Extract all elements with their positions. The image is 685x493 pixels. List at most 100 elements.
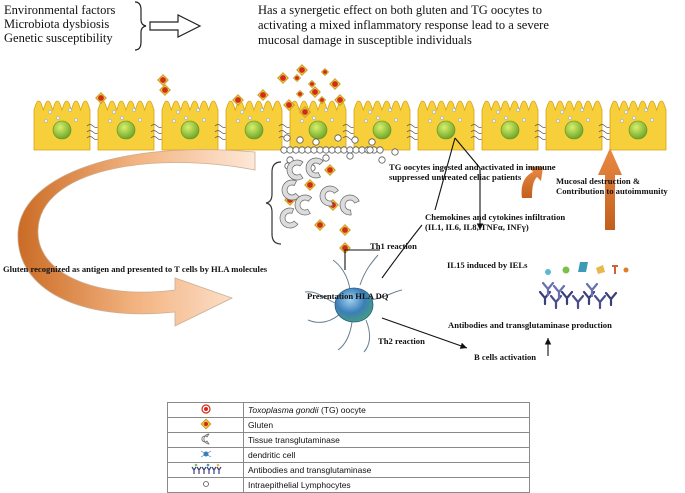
lymphocyte-icon bbox=[296, 136, 304, 144]
tg-oocyte-icon bbox=[95, 92, 107, 104]
legend-row: dendritic cell bbox=[167, 447, 530, 463]
header-statement: Has a synergetic effect on both gluten a… bbox=[258, 3, 549, 47]
label-presentation-hla: Presentation HLA DQ bbox=[307, 291, 389, 301]
lymphocyte-icon bbox=[358, 146, 366, 154]
tg-oocyte-icon bbox=[309, 86, 321, 98]
legend-label: Tissue transglutaminase bbox=[243, 432, 530, 448]
tissue-transglutaminase-icon bbox=[339, 194, 360, 216]
lymphocyte-icon bbox=[340, 146, 348, 154]
transglutaminase-blob bbox=[612, 265, 618, 274]
tg-oocyte-icon bbox=[296, 64, 308, 76]
tg-oocyte-icon bbox=[334, 94, 346, 106]
label-il15: IL15 induced by IELs bbox=[447, 260, 528, 270]
antibody-icon bbox=[593, 294, 607, 310]
lymphocyte-icon bbox=[304, 146, 312, 154]
lymphocyte-icon bbox=[316, 146, 324, 154]
tissue-transglutaminase-icon bbox=[319, 185, 339, 207]
lymphocyte-icon bbox=[328, 146, 336, 154]
lymphocyte-icon bbox=[334, 134, 342, 142]
antibody-icon bbox=[585, 282, 599, 298]
lymphocyte-icon bbox=[366, 146, 374, 154]
dendritic-cell-icon bbox=[200, 450, 211, 458]
lymphocyte-icon bbox=[378, 156, 386, 164]
label-tg-ingested: TG oocytes ingested and activated in imm… bbox=[389, 162, 556, 182]
tg-oocyte-icon bbox=[295, 89, 305, 99]
lymphocyte-icon bbox=[280, 146, 288, 154]
mucosal-arrow-large bbox=[598, 148, 622, 230]
tissue-transglutaminase-icon bbox=[286, 159, 304, 181]
legend-row: Toxoplasma gondii (TG) oocyte bbox=[167, 402, 530, 418]
antibodies-icon bbox=[191, 463, 221, 474]
legend-symbol bbox=[167, 447, 244, 463]
tg-oocyte-icon bbox=[292, 73, 302, 83]
antibody-icon bbox=[571, 294, 585, 310]
label-th1: Th1 reaction bbox=[370, 241, 417, 251]
tissue-transglutaminase-icon bbox=[281, 179, 300, 201]
factor-environmental: Environmental factors bbox=[4, 3, 116, 17]
tg-oocyte-icon bbox=[159, 84, 171, 96]
label-th2: Th2 reaction bbox=[378, 336, 425, 346]
antibody-icon bbox=[549, 294, 563, 310]
tg-oocyte-icon bbox=[277, 72, 289, 84]
epithelial-cell bbox=[97, 100, 155, 151]
epithelial-cell bbox=[353, 100, 411, 151]
legend-symbol bbox=[167, 477, 244, 493]
factor-microbiota: Microbiota dysbiosis bbox=[4, 17, 110, 31]
antibody-icon bbox=[604, 291, 618, 307]
pathogenesis-diagram bbox=[17, 1, 667, 356]
antibody-icon bbox=[552, 284, 566, 300]
lymphocyte-icon bbox=[202, 481, 209, 487]
epithelial-cell bbox=[545, 100, 603, 151]
epithelial-cell bbox=[225, 100, 283, 151]
legend-label: dendritic cell bbox=[243, 447, 530, 463]
tg-oocyte-icon bbox=[304, 179, 316, 191]
transglutaminase-blob bbox=[596, 265, 605, 274]
lymphocyte-icon bbox=[334, 146, 342, 154]
epithelial-cell bbox=[417, 100, 475, 151]
tg-oocyte-icon bbox=[324, 164, 336, 176]
tg-oocyte-icon bbox=[283, 99, 295, 111]
legend-symbol bbox=[167, 462, 244, 478]
tg-oocyte-icon bbox=[320, 67, 330, 77]
legend-row: Tissue transglutaminase bbox=[167, 432, 530, 448]
hollow-arrow bbox=[149, 14, 202, 38]
tissue-transglutaminase-icon bbox=[294, 194, 313, 216]
tg-oocyte-icon bbox=[314, 219, 326, 231]
mucosal-arrow-small bbox=[521, 167, 543, 198]
label-b-cells: B cells activation bbox=[474, 352, 537, 362]
tg-oocyte-icon bbox=[339, 224, 351, 236]
cluster-brace bbox=[265, 161, 282, 245]
lymphocyte-icon bbox=[298, 146, 306, 154]
factor-genetic: Genetic susceptibility bbox=[4, 31, 113, 45]
label-mucosal-destruction: Mucosal destruction & Contribution to au… bbox=[556, 176, 668, 196]
lymphocyte-icon bbox=[322, 146, 330, 154]
lymphocyte-icon bbox=[352, 146, 360, 154]
lymphocyte-icon bbox=[346, 146, 354, 154]
lymphocyte-icon bbox=[346, 152, 354, 160]
lymphocyte-icon bbox=[322, 154, 330, 162]
dendritic-cell bbox=[304, 254, 403, 353]
transglutaminase-blob bbox=[623, 267, 629, 273]
tissue-transglutaminase-icon bbox=[305, 157, 324, 179]
legend-row: Gluten bbox=[167, 417, 530, 433]
lymphocyte-icon bbox=[286, 146, 294, 154]
antibody-icon bbox=[541, 281, 555, 297]
lymphocyte-icon bbox=[292, 146, 300, 154]
tg-oocyte-icon bbox=[329, 78, 341, 90]
factor-brace bbox=[134, 1, 147, 51]
legend-row: Intraepithelial Lymphocytes bbox=[167, 477, 530, 493]
legend-symbol bbox=[167, 402, 244, 418]
lymphocyte-icon bbox=[391, 148, 399, 156]
transglutaminase-blob bbox=[545, 269, 551, 275]
transglutaminase-blob bbox=[562, 266, 570, 274]
label-gluten-recognized: Gluten recognized as antigen and present… bbox=[3, 264, 268, 274]
lymphocyte-icon bbox=[312, 138, 320, 146]
legend-symbol bbox=[167, 432, 244, 448]
label-antibodies-production: Antibodies and transglutaminase producti… bbox=[448, 320, 612, 330]
lymphocyte-icon bbox=[283, 134, 291, 142]
tg-oocyte-icon bbox=[317, 95, 327, 105]
tg-oocyte-icon bbox=[257, 89, 269, 101]
lymphocyte-icon bbox=[376, 146, 384, 154]
particles bbox=[95, 64, 399, 254]
